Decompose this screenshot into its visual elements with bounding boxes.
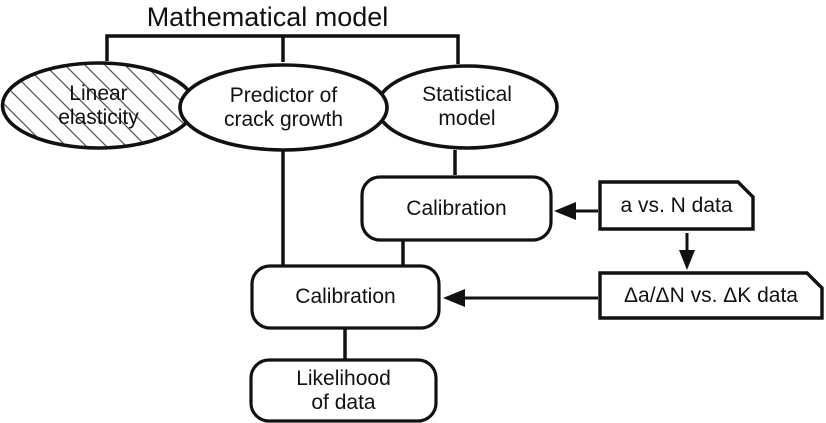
arrow-avsn-to-delta	[679, 233, 695, 270]
linear-elasticity-ellipse	[0, 61, 197, 150]
predictor-of-crack-growth-ellipse	[178, 63, 389, 152]
arrow-avsn-to-calibration	[554, 202, 598, 220]
diagram-title: Mathematical model	[146, 2, 389, 32]
delta-a-delta-n-data-box	[598, 271, 824, 320]
arrow-delta-to-calibration	[443, 289, 598, 307]
likelihood-of-data-box	[249, 358, 438, 423]
a-vs-n-data-box	[598, 180, 755, 231]
calibration-predictor-box	[250, 264, 441, 330]
calibration-statistical-box	[360, 175, 553, 242]
statistical-model-ellipse	[375, 64, 559, 150]
